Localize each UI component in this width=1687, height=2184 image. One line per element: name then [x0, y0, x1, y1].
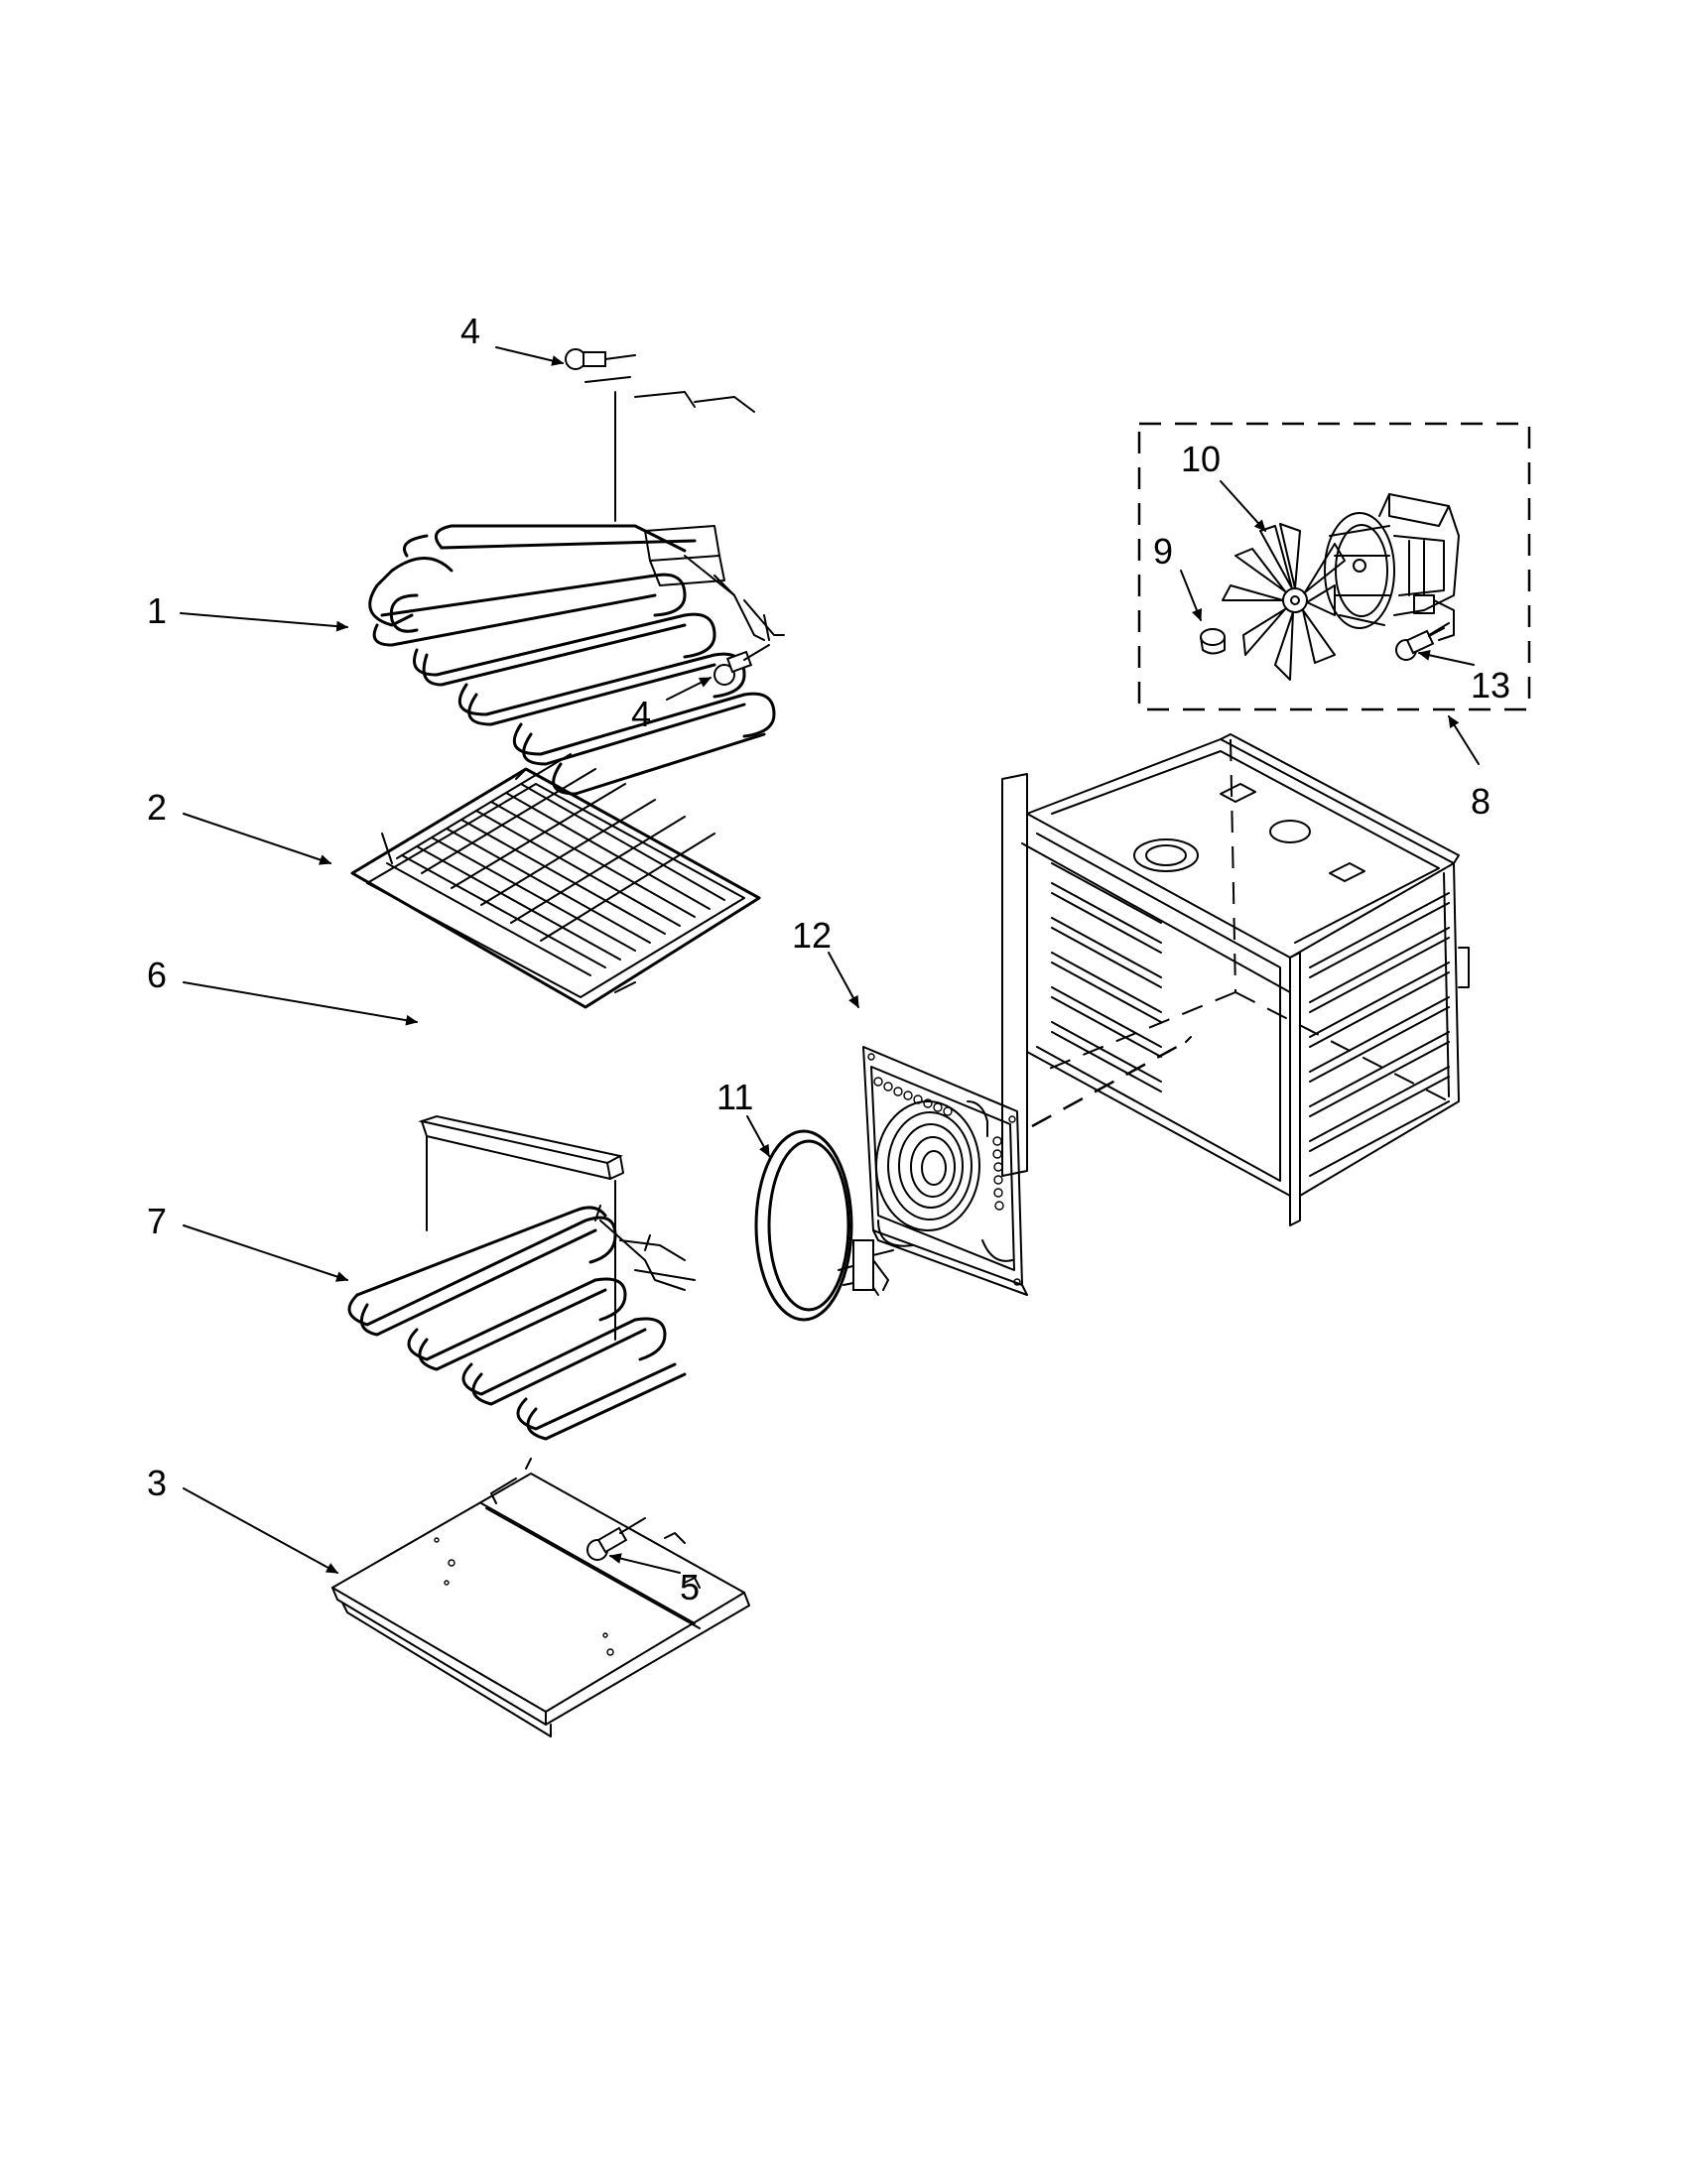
callout-labels: 4 1 4 2 6 7 3 5 10 9 13 8 12 11	[147, 311, 1510, 1607]
callout-6: 6	[147, 955, 167, 995]
fan-blade-icon	[1222, 523, 1346, 681]
screw-icon	[1395, 627, 1445, 661]
fan-motor-assembly	[1137, 422, 1531, 711]
rack-guides-left	[1051, 862, 1162, 1092]
element-shield	[418, 1114, 624, 1341]
callout-12: 12	[792, 915, 832, 956]
alignment-line	[1031, 1040, 1187, 1128]
callout-10: 10	[1181, 439, 1221, 479]
fan-motor-icon	[1324, 493, 1460, 641]
fan-cover-panel	[862, 1046, 1028, 1296]
screw-icon	[714, 644, 770, 686]
callout-13: 13	[1471, 665, 1510, 706]
callout-1: 1	[147, 590, 167, 631]
callout-7: 7	[147, 1201, 167, 1241]
oven-rack	[350, 753, 761, 1009]
screw-icon	[586, 1517, 646, 1561]
callout-4-top: 4	[460, 311, 480, 351]
screw-icon	[565, 348, 636, 370]
callout-3: 3	[147, 1463, 167, 1503]
callout-9: 9	[1153, 531, 1173, 572]
callout-5: 5	[680, 1567, 700, 1607]
convection-ring-element	[754, 1129, 894, 1322]
oven-bottom-panel	[331, 1458, 750, 1737]
callout-8: 8	[1471, 781, 1491, 822]
hub-nut-icon	[1200, 628, 1226, 655]
callout-leaders	[180, 346, 1480, 1574]
rack-guides-right	[1309, 892, 1450, 1177]
callout-4-bottom: 4	[631, 694, 651, 734]
callout-2: 2	[147, 787, 167, 828]
callout-11: 11	[716, 1077, 753, 1117]
oven-cavity	[1001, 733, 1470, 1226]
bake-element	[347, 1205, 696, 1441]
broil-element	[368, 348, 785, 796]
